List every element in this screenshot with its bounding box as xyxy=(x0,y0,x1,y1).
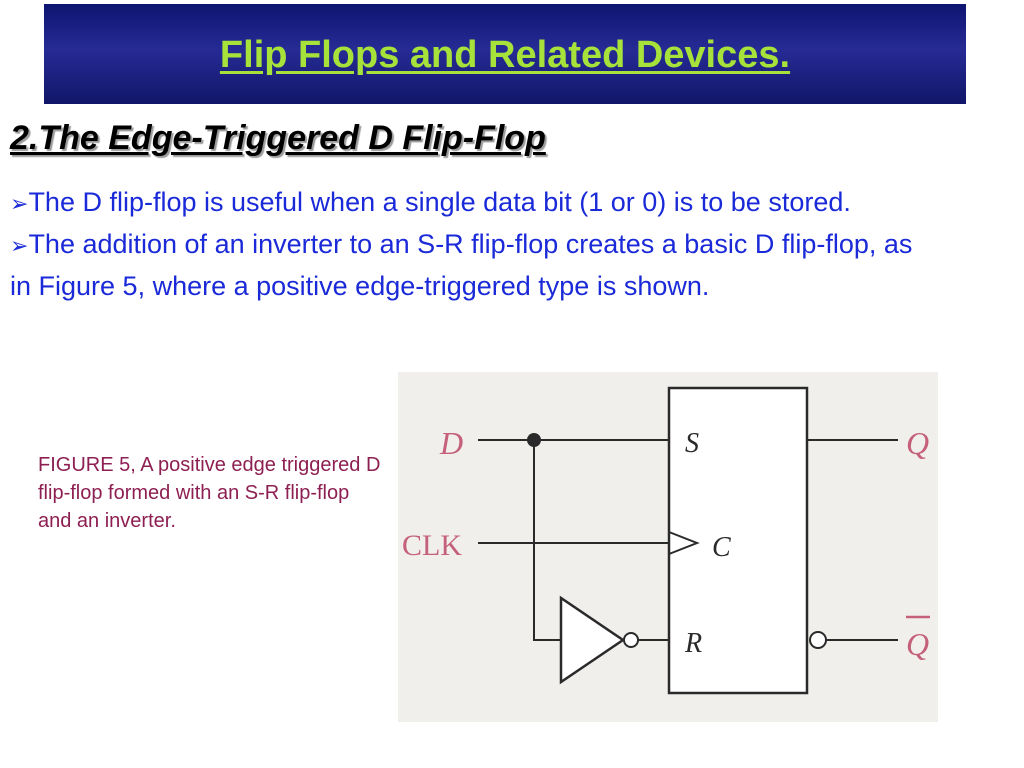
qbar-bubble xyxy=(809,631,827,649)
r-pin-label: R xyxy=(684,628,702,659)
c-pin-label: C xyxy=(712,532,731,563)
d-input-label: D xyxy=(439,425,463,461)
inverter-bubble xyxy=(623,632,639,648)
arrow-bullet-icon: ➢ xyxy=(10,233,29,258)
title-banner: Flip Flops and Related Devices. xyxy=(44,4,966,104)
bullet-text: The D flip-flop is useful when a single … xyxy=(28,187,851,217)
arrow-bullet-icon: ➢ xyxy=(10,191,29,216)
clk-input-label: CLK xyxy=(402,529,462,562)
d-flip-flop-figure: D CLK S C R Q Q xyxy=(398,372,938,722)
q-output-label: Q xyxy=(906,425,929,461)
section-heading: 2.The Edge-Triggered D Flip-Flop xyxy=(10,119,546,157)
bullet-text: The addition of an inverter to an S-R fl… xyxy=(10,229,913,301)
slide-title: Flip Flops and Related Devices. xyxy=(219,34,791,76)
bullet-list: ➢The D flip-flop is useful when a single… xyxy=(10,182,940,307)
qbar-output-label: Q xyxy=(906,626,929,662)
s-pin-label: S xyxy=(685,428,699,459)
circuit-diagram: D CLK S C R Q Q xyxy=(398,372,938,722)
bullet-item: ➢The D flip-flop is useful when a single… xyxy=(10,182,940,224)
d-branch-wire xyxy=(533,440,561,641)
bullet-item: ➢The addition of an inverter to an S-R f… xyxy=(10,224,940,307)
edge-trigger-icon xyxy=(668,531,700,555)
figure-caption: FIGURE 5, A positive edge triggered D fl… xyxy=(38,454,381,532)
inverter-gate xyxy=(559,595,626,685)
